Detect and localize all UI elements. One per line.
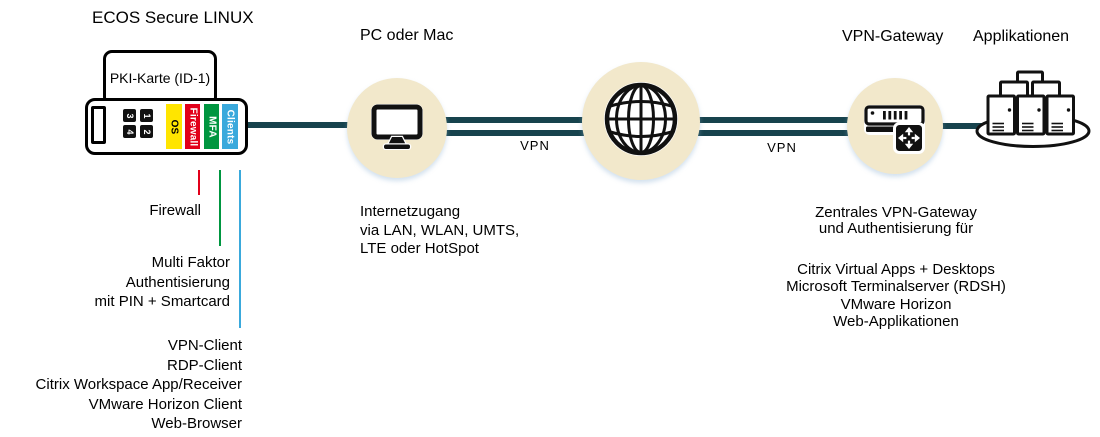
pc-description-line: via LAN, WLAN, UMTS,	[360, 221, 520, 239]
router-icon	[864, 105, 925, 154]
callout-clients: VPN-Client RDP-Client Citrix Workspace A…	[2, 336, 242, 434]
pki-card-label: PKI-Karte (ID-1)	[109, 70, 211, 86]
globe-icon	[604, 82, 678, 156]
callout-line-mfa	[219, 170, 221, 246]
stripe-clients-label: Clients	[224, 109, 236, 144]
stripe-mfa: MFA	[204, 104, 219, 149]
callout-mfa-line: mit PIN + Smartcard	[94, 293, 230, 310]
vpn-label-right: VPN	[767, 140, 797, 155]
gateway-title: VPN-Gateway	[842, 28, 944, 45]
callout-line-firewall	[198, 170, 200, 195]
pc-description-line: Internetzugang	[360, 203, 461, 220]
vpn-tunnel-line-internet-gateway-bottom	[692, 130, 852, 136]
stripe-clients: Clients	[222, 104, 238, 149]
callout-clients-line: Web-Browser	[151, 415, 242, 432]
gateway-heading-line: und Authentisierung für	[818, 220, 974, 238]
server-farm-icon	[975, 70, 1091, 148]
pc-title: PC oder Mac	[360, 27, 454, 44]
gateway-service-line: Web-Applikationen	[833, 313, 959, 331]
gateway-node	[847, 78, 943, 174]
vpn-tunnel-line-pc-internet-top	[440, 117, 592, 123]
callout-clients-line: VMware Horizon Client	[88, 395, 242, 413]
keypad-digit: 3	[124, 112, 135, 119]
gateway-heading-line: Zentrales VPN-Gateway	[815, 204, 977, 221]
applications-title: Applikationen	[973, 28, 1070, 45]
callout-firewall: Firewall	[61, 202, 201, 219]
gateway-heading: Zentrales VPN-Gateway und Authentisierun…	[771, 204, 1021, 238]
stripe-firewall-label: Firewall	[187, 107, 198, 146]
callout-line-clients	[239, 170, 241, 328]
stripe-os: OS	[166, 104, 182, 149]
keypad-key-1: 3	[123, 109, 136, 122]
keypad-key-3: 4	[123, 125, 136, 138]
connection-line-stick-pc	[244, 122, 354, 128]
usb-connector-icon	[91, 106, 106, 144]
pki-card: PKI-Karte (ID-1)	[103, 50, 217, 106]
vpn-label-left: VPN	[520, 138, 550, 153]
keypad-key-2: 1	[140, 109, 153, 122]
vpn-tunnel-line-pc-internet-bottom	[440, 130, 592, 136]
stripe-firewall: Firewall	[185, 104, 200, 149]
monitor-icon	[371, 104, 423, 150]
pc-description: Internetzugang via LAN, WLAN, UMTS, LTE …	[360, 203, 519, 259]
gateway-service-line: VMware Horizon	[840, 295, 952, 313]
gateway-services: Citrix Virtual Apps + Desktops Microsoft…	[771, 261, 1021, 331]
stripe-os-label: OS	[168, 119, 180, 134]
callout-clients-line: Citrix Workspace App/Receiver	[35, 376, 242, 393]
pc-node	[347, 78, 447, 178]
connection-line-gateway-servers	[935, 123, 985, 129]
internet-node	[582, 62, 700, 180]
keypad-key-4: 2	[140, 125, 153, 138]
keypad-digit: 2	[141, 128, 152, 135]
vpn-tunnel-line-internet-gateway-top	[692, 117, 852, 123]
callout-clients-line: RDP-Client	[166, 356, 242, 374]
callout-mfa-line: Multi Faktor	[151, 254, 230, 271]
callout-clients-line: VPN-Client	[167, 337, 242, 354]
move-arrows-icon	[893, 122, 925, 154]
stripe-mfa-label: MFA	[206, 115, 217, 138]
keypad-digit: 1	[141, 112, 152, 119]
callout-mfa-line: Authentisierung	[125, 273, 230, 291]
usb-stick: 3 1 4 2 OS Firewall MFA Clients	[85, 98, 248, 155]
pc-description-line: LTE oder HotSpot	[360, 240, 479, 258]
callout-firewall-line: Firewall	[149, 202, 201, 219]
device-title: ECOS Secure LINUX	[92, 8, 254, 27]
gateway-service-line: Citrix Virtual Apps + Desktops	[797, 261, 995, 278]
keypad-digit: 4	[124, 128, 135, 135]
gateway-service-line: Microsoft Terminalserver (RDSH)	[786, 278, 1006, 296]
callout-mfa: Multi Faktor Authentisierung mit PIN + S…	[18, 253, 230, 312]
